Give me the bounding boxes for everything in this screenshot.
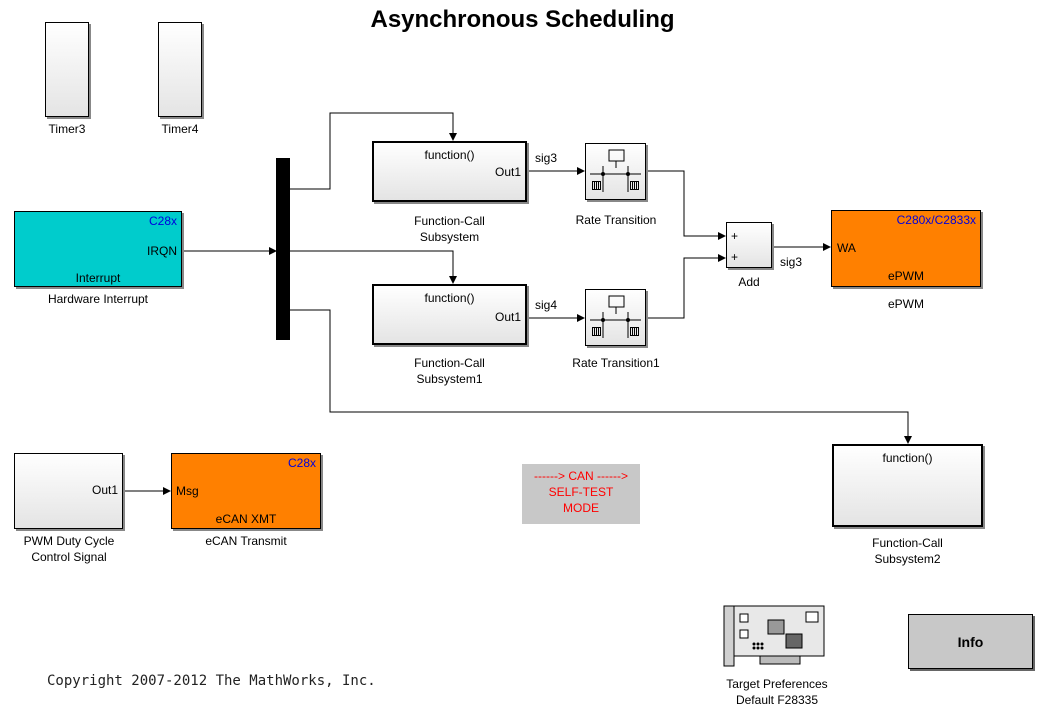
copyright-text: Copyright 2007-2012 The MathWorks, Inc.: [47, 673, 376, 689]
rate-transition1-icon: [590, 295, 641, 338]
hardware-interrupt-block[interactable]: C28x IRQN Interrupt: [14, 211, 182, 287]
sig4-label: sig4: [535, 298, 558, 312]
epwm-block[interactable]: C280x/C2833x WA ePWM: [831, 210, 981, 287]
rate-transition-icon: [590, 149, 641, 192]
can-self-test-note: ------> CAN ------> SELF-TEST MODE: [522, 464, 640, 524]
fcs2-label-1: Function-Call: [872, 536, 943, 550]
mux-bar[interactable]: [276, 158, 290, 340]
wire-fcs2: [290, 309, 912, 444]
fcs1-out-port: Out1: [494, 310, 521, 324]
fcs1-label-2: Subsystem1: [416, 372, 483, 386]
add-block[interactable]: + +: [726, 222, 772, 268]
fcs-header: function(): [424, 148, 475, 162]
msg-port: Msg: [176, 484, 199, 498]
epwm-tag: C280x/C2833x: [896, 213, 976, 227]
pwm-duty-label-1: PWM Duty Cycle: [23, 534, 115, 548]
wire-rt-add: [646, 170, 726, 240]
diagram-title: Asynchronous Scheduling: [370, 6, 675, 33]
rate-transition1-block[interactable]: [585, 289, 646, 346]
sig3-label: sig3: [535, 151, 558, 165]
hardware-interrupt-label: Hardware Interrupt: [47, 292, 149, 306]
ecan-transmit-block[interactable]: C28x Msg eCAN XMT: [171, 453, 321, 529]
note-line-3: MODE: [563, 501, 599, 515]
pwm-duty-cycle-block[interactable]: Out1: [14, 453, 123, 529]
ecan-tag: C28x: [287, 456, 316, 470]
rate-transition1-label: Rate Transition1: [572, 356, 660, 370]
fcs2-label-2: Subsystem2: [874, 552, 941, 566]
rate-transition-label: Rate Transition: [575, 213, 657, 227]
hw-interrupt-tag: C28x: [148, 214, 177, 228]
ecan-transmit-label: eCAN Transmit: [205, 534, 287, 548]
fcs-label-1: Function-Call: [414, 214, 485, 228]
target-preferences-label-2: Default F28335: [735, 693, 819, 707]
pwm-out-port: Out1: [91, 483, 118, 497]
fcs1-label-1: Function-Call: [414, 356, 485, 370]
add-sign-1: +: [731, 229, 739, 243]
timer4-block[interactable]: [158, 22, 202, 117]
add-out-signal-label: sig3: [780, 255, 803, 269]
note-line-2: SELF-TEST: [548, 485, 614, 499]
fcs1-header: function(): [424, 291, 475, 305]
fcs-label-2: Subsystem: [419, 230, 480, 244]
timer3-block[interactable]: [45, 22, 89, 117]
fcs2-header: function(): [882, 451, 933, 465]
ecan-xmt-text: eCAN XMT: [215, 512, 277, 526]
function-call-subsystem1-block[interactable]: function() Out1: [372, 284, 527, 345]
info-button[interactable]: Info: [908, 614, 1033, 669]
wa-port: WA: [837, 241, 856, 255]
wire-fcs1: [290, 250, 457, 284]
function-call-subsystem2-block[interactable]: function(): [832, 444, 983, 527]
function-call-subsystem-block[interactable]: function() Out1: [372, 141, 527, 202]
interrupt-text: Interrupt: [75, 271, 121, 285]
wire-fcs: [290, 112, 457, 190]
target-preferences-board-icon[interactable]: [720, 600, 828, 670]
epwm-label: ePWM: [888, 297, 924, 311]
target-preferences-label-1: Target Preferences: [726, 677, 828, 691]
note-line-1: ------> CAN ------>: [534, 469, 628, 483]
add-label: Add: [738, 275, 760, 289]
add-sign-2: +: [731, 250, 739, 264]
pwm-duty-label-2: Control Signal: [31, 550, 107, 564]
rate-transition-block[interactable]: [585, 143, 646, 200]
timer3-label: Timer3: [48, 122, 86, 136]
fcs-out-port: Out1: [494, 165, 521, 179]
irqn-port: IRQN: [147, 244, 177, 258]
epwm-text: ePWM: [888, 269, 924, 283]
wire-rt1-add: [646, 254, 726, 319]
timer4-label: Timer4: [161, 122, 199, 136]
